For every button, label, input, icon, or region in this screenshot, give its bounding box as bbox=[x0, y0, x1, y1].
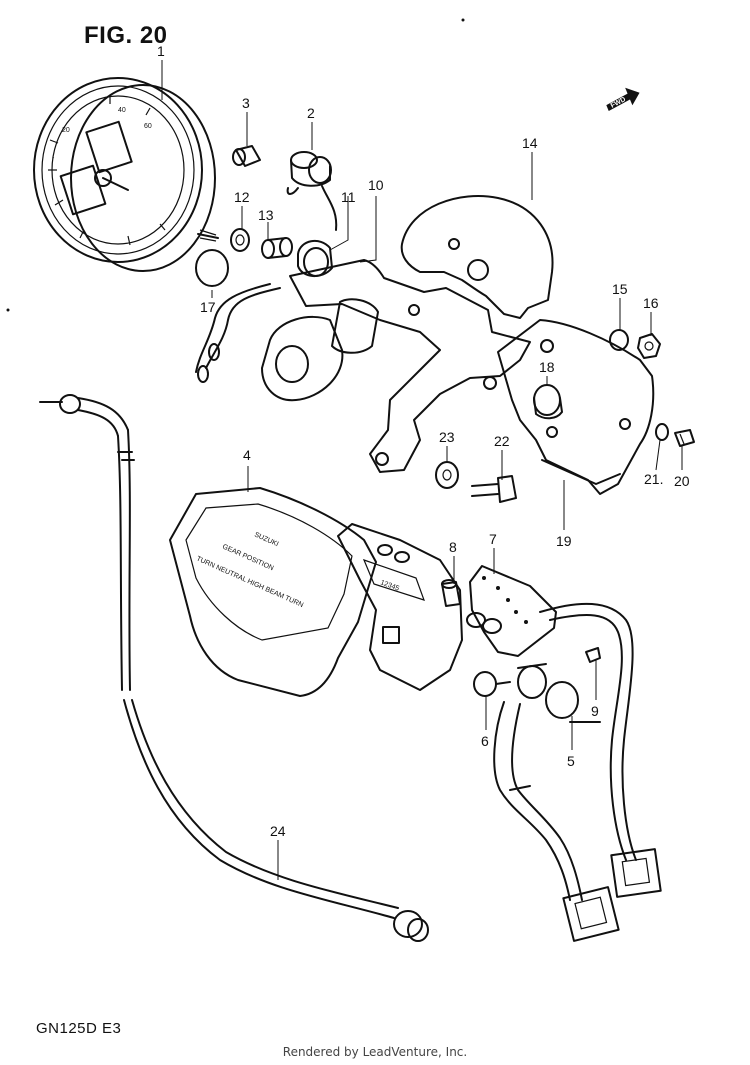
callout-21: 21. bbox=[644, 471, 663, 487]
grommet-17 bbox=[195, 249, 229, 287]
render-credit: Rendered by LeadVenture, Inc. bbox=[282, 1045, 468, 1059]
callout-1: 1 bbox=[157, 43, 165, 59]
callout-22: 22 bbox=[494, 433, 510, 449]
callout-4: 4 bbox=[243, 447, 251, 463]
callout-8: 8 bbox=[449, 539, 457, 555]
connector-plate-7 bbox=[466, 565, 557, 657]
callout-7: 7 bbox=[489, 531, 497, 547]
socket-5 bbox=[517, 663, 579, 719]
callout-13: 13 bbox=[258, 207, 274, 223]
speedometer-wires bbox=[195, 283, 281, 383]
callout-9: 9 bbox=[591, 703, 599, 719]
callout-12: 12 bbox=[234, 189, 250, 205]
model-code: GN125D E3 bbox=[36, 1020, 122, 1037]
bulb-3 bbox=[232, 145, 261, 167]
indicator-line-1: GEAR POSITION bbox=[221, 543, 274, 572]
meter-cover-19 bbox=[497, 319, 655, 495]
fwd-arrow-icon: FWD bbox=[606, 87, 640, 111]
callout-3: 3 bbox=[242, 95, 250, 111]
socket-6 bbox=[473, 671, 511, 697]
washer-21 bbox=[655, 423, 669, 441]
meter-plate-14 bbox=[400, 194, 554, 319]
spacer-13 bbox=[261, 237, 293, 259]
leader-lines bbox=[161, 60, 683, 880]
callout-6: 6 bbox=[481, 733, 489, 749]
wiring-harness bbox=[493, 602, 662, 942]
fwd-label: FWD bbox=[610, 96, 627, 110]
cushion-11 bbox=[297, 239, 333, 277]
svg-text:20: 20 bbox=[62, 127, 70, 134]
gear-readout: 12345 bbox=[379, 579, 400, 592]
callout-11: 11 bbox=[341, 189, 356, 205]
figure-title: FIG. 20 bbox=[84, 22, 168, 49]
speedometer-cable-24 bbox=[39, 394, 429, 942]
svg-text:40: 40 bbox=[118, 107, 126, 114]
indicator-brand: SUZUKI bbox=[253, 531, 279, 548]
speedometer: 20 40 60 - bbox=[33, 77, 219, 272]
nut-16 bbox=[637, 333, 661, 359]
callout-24: 24 bbox=[270, 823, 286, 839]
washer-23 bbox=[435, 461, 459, 489]
meter-bracket-10 bbox=[261, 259, 531, 473]
screw-9 bbox=[585, 647, 601, 663]
bolt-22 bbox=[471, 475, 517, 503]
callout-15: 15 bbox=[612, 281, 628, 297]
bulb-8 bbox=[441, 579, 461, 607]
cushion-18 bbox=[533, 384, 563, 420]
callout-10: 10 bbox=[368, 177, 384, 193]
callout-18: 18 bbox=[539, 359, 555, 375]
washer-15 bbox=[609, 329, 629, 351]
print-speck bbox=[6, 308, 10, 312]
callout-20: 20 bbox=[674, 473, 690, 489]
callout-numbers: 1 2 3 4 5 6 7 8 9 10 11 12 13 14 15 16 1… bbox=[157, 43, 690, 839]
callout-19: 19 bbox=[556, 533, 572, 549]
svg-text:60: 60 bbox=[144, 123, 152, 130]
callout-16: 16 bbox=[643, 295, 659, 311]
bulb-socket-2 bbox=[286, 151, 338, 231]
indicator-housing-4: SUZUKI GEAR POSITION TURN NEUTRAL HIGH B… bbox=[169, 487, 377, 697]
print-speck bbox=[461, 18, 465, 22]
svg-text:-: - bbox=[52, 155, 55, 162]
callout-2: 2 bbox=[307, 105, 315, 121]
callout-23: 23 bbox=[439, 429, 455, 445]
callout-17: 17 bbox=[200, 299, 216, 315]
screw-20 bbox=[674, 429, 695, 447]
washer-12 bbox=[230, 228, 250, 252]
callout-5: 5 bbox=[567, 753, 575, 769]
callout-14: 14 bbox=[522, 135, 538, 151]
gear-indicator-body: 12345 bbox=[337, 523, 463, 691]
